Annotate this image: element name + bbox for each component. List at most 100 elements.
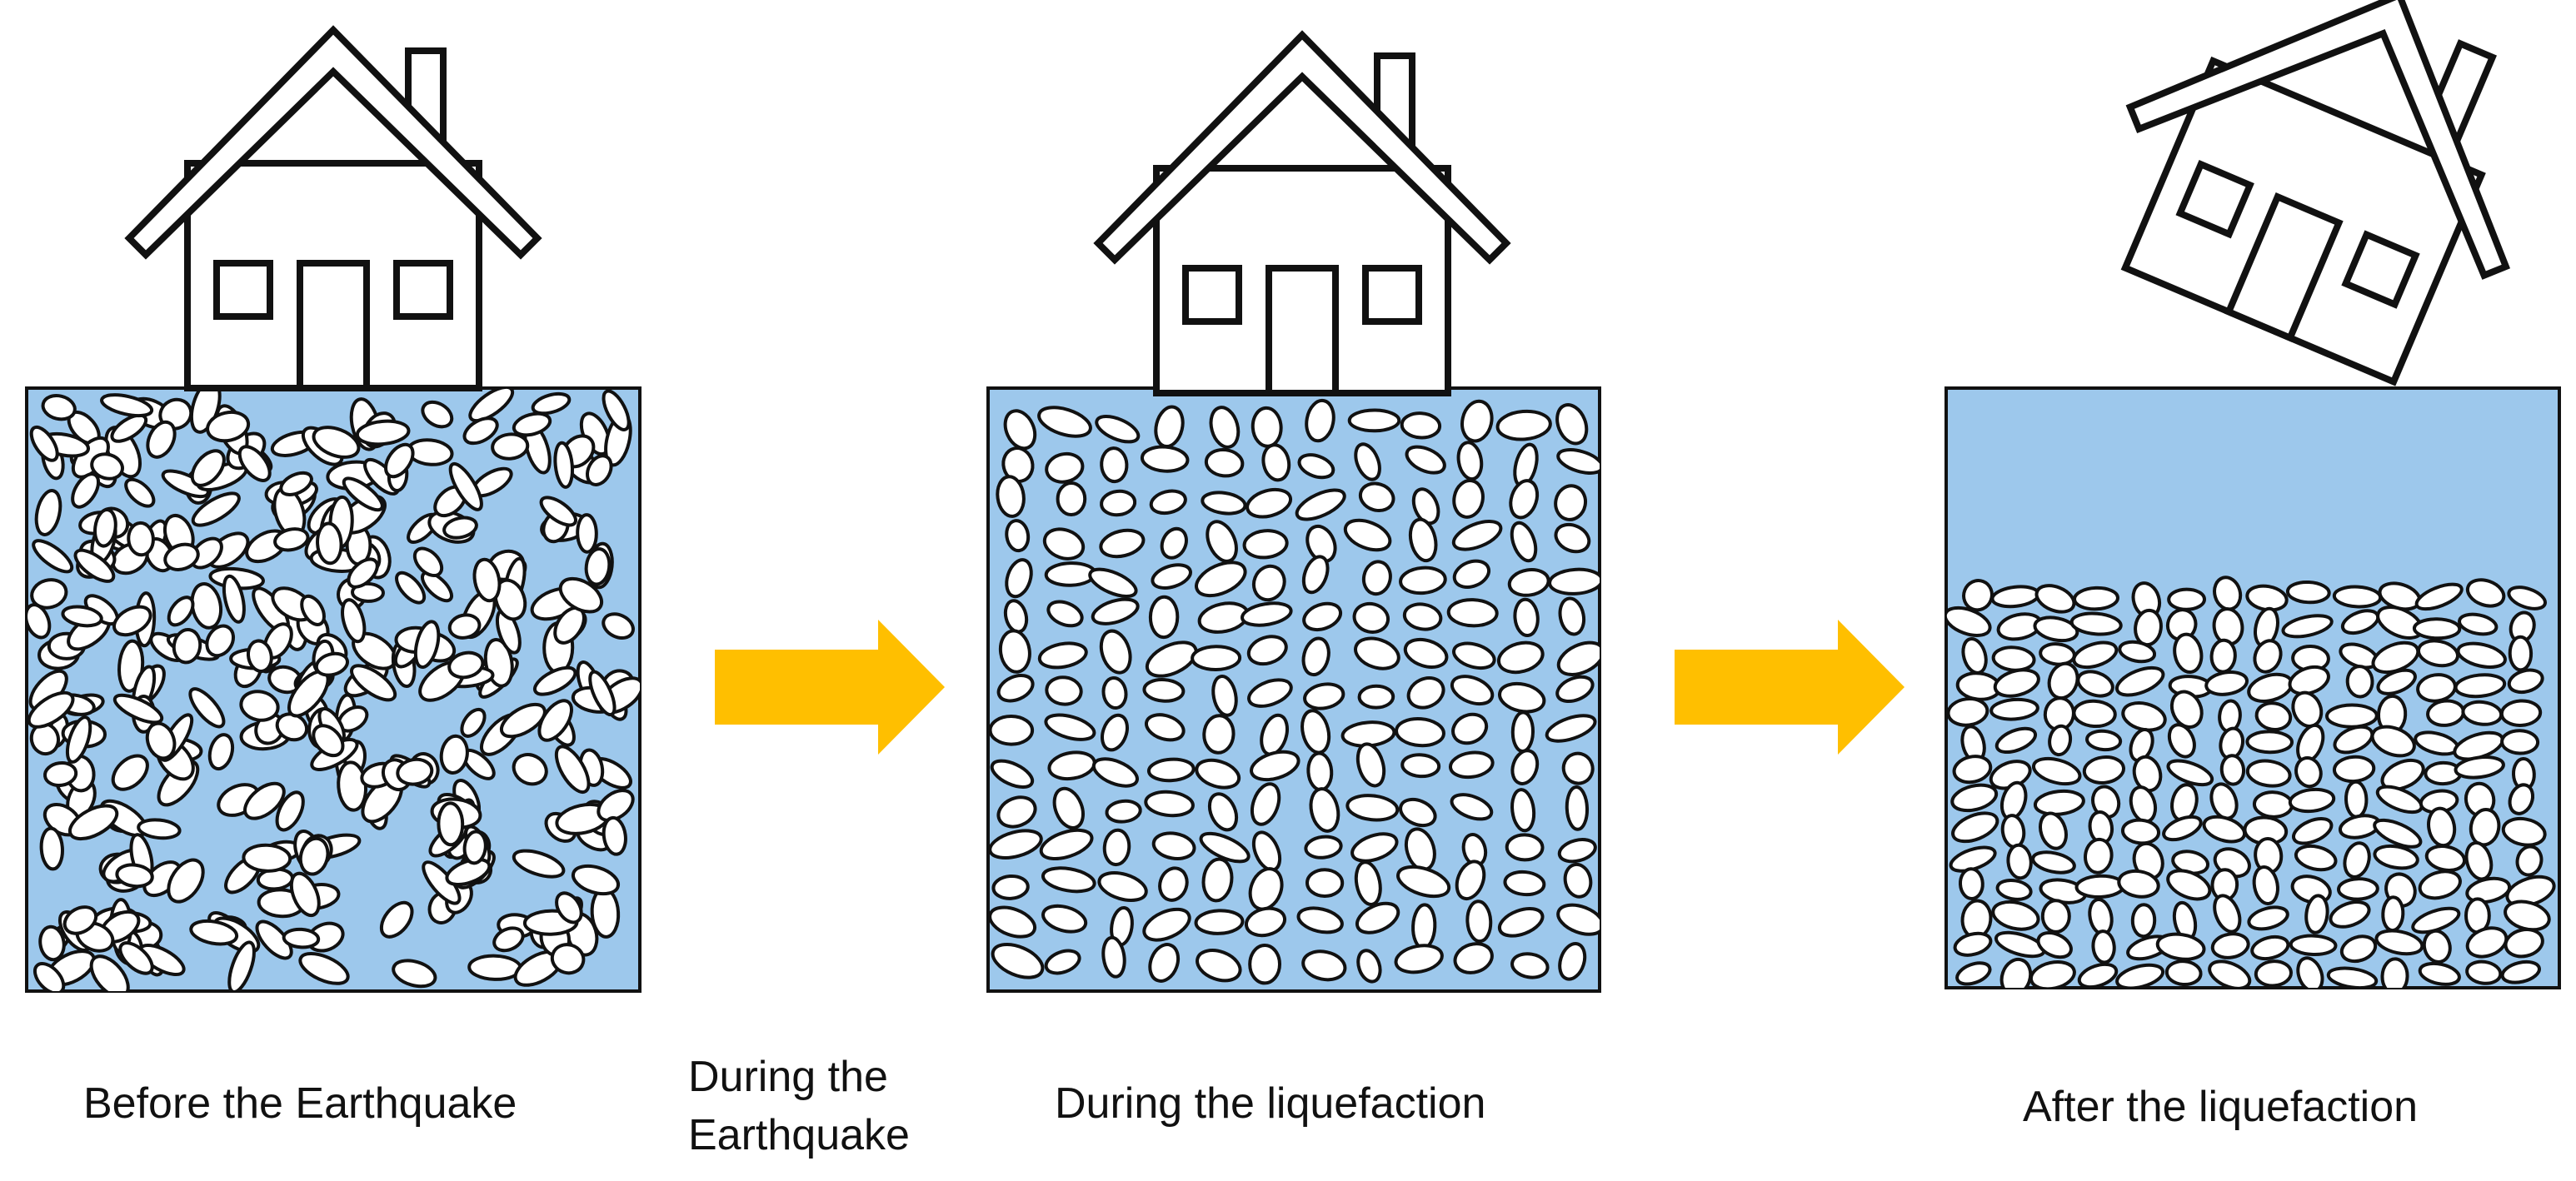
soil-grain bbox=[255, 919, 293, 960]
soil-grain bbox=[1251, 564, 1286, 602]
soil-grain bbox=[2033, 789, 2085, 816]
soil-grain bbox=[71, 472, 101, 509]
soil-grain bbox=[1046, 600, 1084, 628]
soil-grain bbox=[2033, 615, 2079, 643]
soil-grain bbox=[2507, 586, 2547, 610]
soil-grain bbox=[1951, 811, 1999, 844]
soil-grain bbox=[2343, 841, 2371, 879]
soil-grain bbox=[2031, 756, 2082, 786]
soil-grain bbox=[1451, 520, 1503, 551]
soil-grain bbox=[1554, 484, 1588, 521]
soil-grain bbox=[312, 426, 361, 459]
soil-grain bbox=[1354, 636, 1400, 670]
soil-grain bbox=[161, 469, 210, 499]
soil-grain bbox=[558, 576, 604, 614]
soil-grain bbox=[2380, 957, 2409, 988]
soil-grain bbox=[1295, 488, 1346, 521]
house-part bbox=[2125, 0, 2511, 280]
soil-grain bbox=[2040, 899, 2071, 934]
soil-grain bbox=[65, 715, 92, 764]
soil-grain bbox=[1306, 751, 1334, 792]
soil-grain bbox=[1099, 528, 1146, 559]
house-part bbox=[1362, 265, 1422, 325]
soil-grain bbox=[384, 442, 415, 479]
soil-grain bbox=[355, 419, 411, 446]
soil-grain bbox=[1158, 866, 1189, 902]
soil-grain bbox=[2219, 754, 2246, 786]
soil-grain bbox=[206, 410, 251, 443]
soil-grain bbox=[1497, 906, 1545, 938]
soil-grain bbox=[1357, 684, 1395, 710]
house-part bbox=[393, 260, 453, 320]
soil-grain bbox=[1305, 524, 1337, 564]
soil-grain bbox=[1044, 561, 1097, 587]
soil-grain bbox=[124, 477, 156, 508]
soil-grain bbox=[996, 673, 1035, 703]
soil-grain bbox=[2118, 640, 2157, 664]
soil-grain bbox=[1507, 568, 1550, 597]
soil-grain bbox=[1513, 597, 1540, 638]
soil-grain bbox=[32, 962, 66, 991]
soil-grain bbox=[1557, 838, 1597, 864]
soil-grain bbox=[1140, 445, 1190, 473]
soil-grain bbox=[2418, 870, 2462, 900]
soil-grain bbox=[146, 420, 177, 459]
caption-during-earthquake-line1: During the bbox=[688, 1053, 888, 1101]
soil-grain bbox=[468, 388, 515, 423]
soil-grain bbox=[1496, 640, 1545, 675]
soil-grain bbox=[100, 393, 154, 418]
soil-grain bbox=[1095, 414, 1141, 444]
soil-grain bbox=[289, 871, 321, 918]
soil-grain bbox=[379, 900, 414, 939]
soil-grain bbox=[2508, 635, 2534, 672]
house-part bbox=[1266, 265, 1339, 396]
soil-grain bbox=[1950, 783, 1999, 813]
soil-grain bbox=[1405, 445, 1446, 475]
soil-grain bbox=[1556, 448, 1600, 475]
soil-grain bbox=[1396, 865, 1451, 899]
soil-grain bbox=[172, 627, 202, 665]
soil-grain bbox=[1408, 517, 1438, 563]
soil-grain bbox=[493, 578, 527, 621]
soil-grain bbox=[2288, 787, 2336, 814]
house-icon bbox=[124, 25, 542, 391]
soil-grain bbox=[2082, 755, 2126, 785]
grains-suspended bbox=[988, 398, 1600, 985]
soil-grain bbox=[1358, 481, 1395, 513]
soil-grain bbox=[2345, 665, 2374, 699]
soil-grain bbox=[555, 891, 583, 924]
soil-grain bbox=[537, 699, 573, 742]
soil-grain bbox=[2114, 665, 2165, 697]
soil-grain bbox=[1201, 491, 1247, 516]
soil-grain bbox=[1005, 519, 1031, 553]
soil-grain bbox=[1195, 561, 1247, 598]
soil-grain bbox=[1452, 641, 1496, 670]
soil-grain bbox=[1199, 831, 1251, 864]
soil-grain bbox=[1099, 629, 1132, 675]
soil-grain bbox=[2370, 725, 2416, 758]
soil-grain bbox=[1460, 399, 1494, 443]
soil-grain bbox=[189, 919, 239, 946]
soil-grain bbox=[1452, 478, 1485, 519]
soil-grain bbox=[2130, 903, 2157, 939]
soil-grain bbox=[1361, 560, 1392, 596]
house-part bbox=[2175, 159, 2254, 239]
soil-grain bbox=[2202, 815, 2247, 844]
soil-grain bbox=[1555, 675, 1595, 704]
soil-grain bbox=[532, 665, 577, 696]
soil-grain bbox=[1304, 835, 1343, 860]
soil-grain bbox=[1142, 907, 1191, 942]
soil-grain bbox=[205, 624, 236, 658]
soil-grain bbox=[991, 942, 1045, 979]
soil-grain bbox=[2281, 614, 2334, 639]
soil-grain bbox=[1301, 949, 1347, 982]
soil-grain bbox=[1146, 757, 1196, 783]
soil-grain bbox=[1044, 949, 1081, 975]
soil-grain bbox=[1995, 878, 2033, 901]
soil-grain bbox=[2499, 699, 2543, 727]
soil-grain bbox=[1510, 952, 1550, 979]
soil-grain bbox=[1503, 870, 1546, 897]
soil-grain bbox=[1352, 601, 1390, 634]
soil-grain bbox=[2422, 929, 2452, 964]
soil-grain bbox=[2412, 617, 2462, 640]
